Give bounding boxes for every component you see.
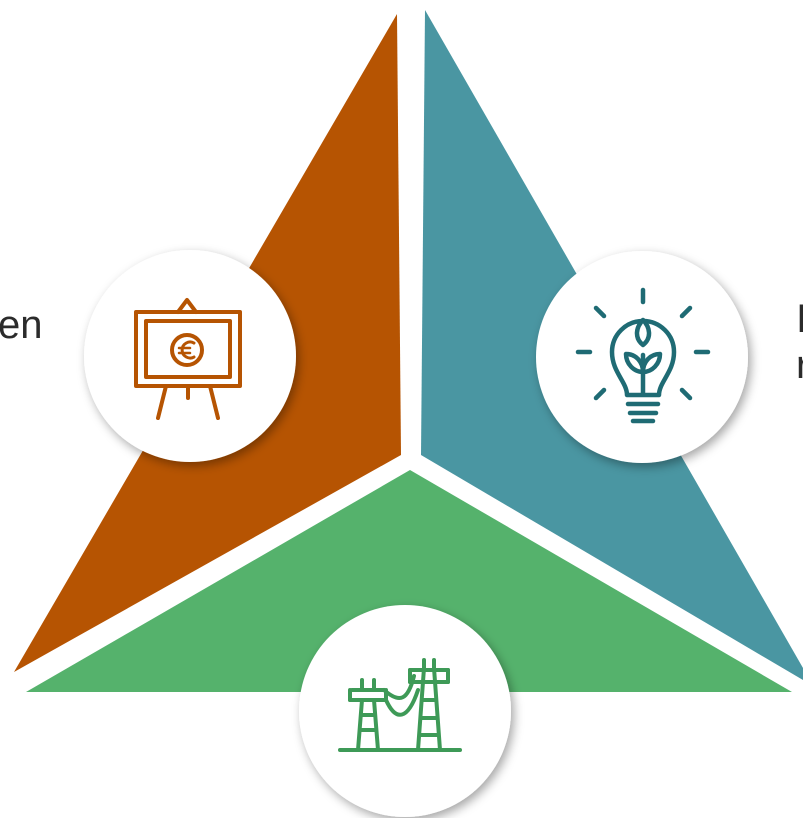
- lightbulb-plant-icon: [575, 287, 711, 424]
- right-label-line-1: I: [796, 297, 803, 341]
- right-label-line-2: r: [796, 343, 803, 387]
- right-label: I r: [796, 296, 803, 388]
- bottom-circle: [299, 605, 511, 817]
- bottom-segment: [26, 470, 792, 692]
- right-circle: [536, 251, 748, 463]
- easel-euro-icon: [134, 298, 242, 420]
- power-pylon-icon: [338, 658, 462, 752]
- left-label: en: [0, 303, 43, 347]
- left-circle: [84, 250, 296, 462]
